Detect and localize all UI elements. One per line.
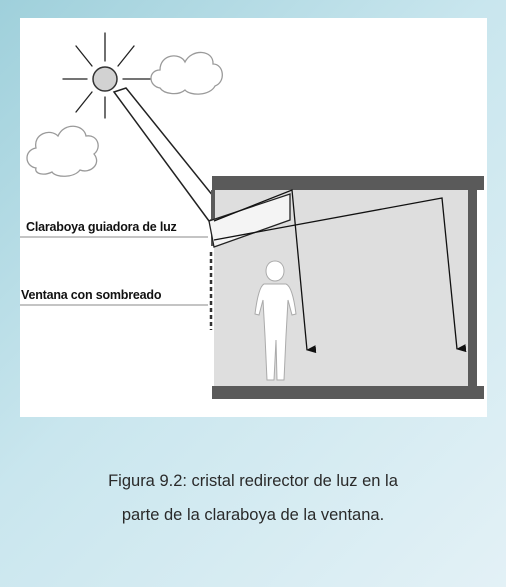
redirected-light-rays	[213, 189, 467, 354]
ceiling-slab	[212, 176, 484, 190]
left-wall-upper	[211, 190, 215, 246]
window-label: Ventana con sombreado	[21, 288, 162, 302]
figure-caption-line-1: Figura 9.2: cristal redirector de luz en…	[108, 472, 398, 490]
diagram-panel: Claraboya guiadora de luz Ventana con so…	[20, 18, 487, 417]
skylight-label: Claraboya guiadora de luz	[26, 220, 177, 234]
figure-caption-line-2: parte de la claraboya de la ventana.	[121, 506, 385, 524]
right-wall	[468, 190, 477, 386]
cloud-icon	[26, 125, 99, 177]
daylight-diagram: Claraboya guiadora de luz Ventana con so…	[20, 32, 484, 399]
cloud-icon	[150, 51, 223, 95]
sun-icon	[62, 32, 151, 119]
person-silhouette	[254, 260, 297, 381]
sunlight-beam	[112, 87, 228, 222]
skylight-glazing	[208, 193, 291, 248]
floor-slab	[212, 386, 484, 399]
